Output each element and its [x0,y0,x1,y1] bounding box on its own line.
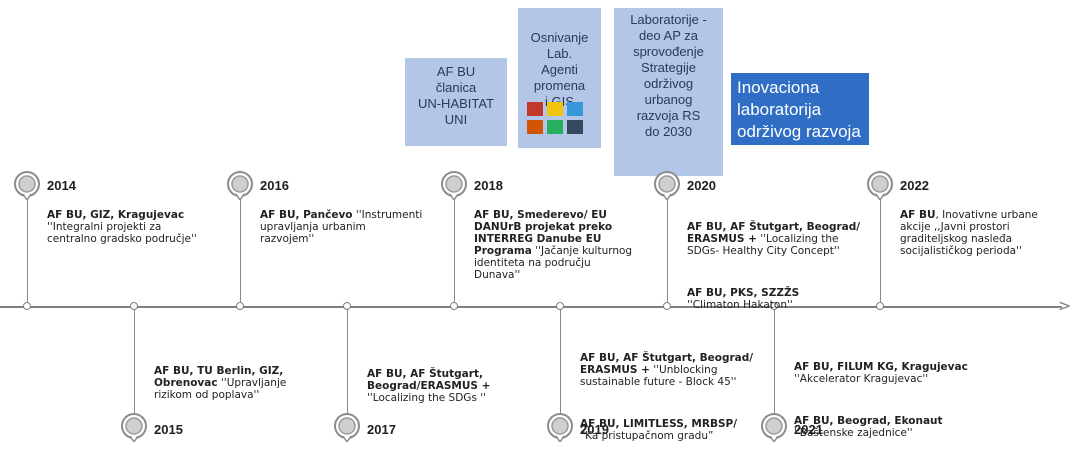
timeline-axis [0,306,1062,308]
pin-2016-icon [227,171,253,200]
event-2018: AF BU, Smederevo/ EU DANUrB projekat pre… [474,209,654,281]
pin-2021-icon [761,413,787,442]
event-2018-title: ''Jačanje kulturnog identiteta na područ… [474,245,633,281]
pin-2014-icon [14,171,40,200]
event-2015-title: ''Upravljanje rizikom od poplava'' [154,377,287,401]
year-2017: 2017 [367,422,396,437]
event-2021a-title: ''Akcelerator Kragujevac'' [794,373,929,385]
event-2020a-partners: AF BU, AF Štutgart, Beograd/ ERASMUS + [687,221,861,245]
event-2022-partners: AF BU [900,209,936,221]
node-2022 [876,302,884,310]
event-2017-partners: AF BU, AF Štutgart, Beograd/ERASMUS + [367,368,491,392]
stem-2014 [27,195,28,307]
pin-2018-icon [441,171,467,200]
box-un-habitat: AF BU članica UN-HABITAT UNI [405,58,507,146]
box-inovaciona-laboratorija: Inovaciona laboratorija održivog razvoja [731,73,869,145]
event-2021a-partners: AF BU, FILUM KG, Kragujevac [794,361,968,373]
logo-icon-1 [527,102,543,116]
node-2018 [450,302,458,310]
node-2019 [556,302,564,310]
event-2014: AF BU, GIZ, Kragujevac ''Integralni proj… [47,209,227,245]
logo-icon-3 [567,102,583,116]
year-2021: 2021 [794,422,823,437]
event-2015-partners: AF BU, TU Berlin, GIZ, Obrenovac [154,365,284,389]
year-2019: 2019 [580,422,609,437]
stem-2020 [667,195,668,307]
logo-icon-4 [527,120,543,134]
event-2014-title: ''Integralni projekti za centralno grads… [47,221,197,245]
stem-2022 [880,195,881,307]
stem-2019 [560,307,561,417]
node-2020 [663,302,671,310]
node-2015 [130,302,138,310]
stem-2018 [454,195,455,307]
event-2017: AF BU, AF Štutgart, Beograd/ERASMUS + ''… [367,368,547,404]
event-2020a-title: ''Localizing the SDGs- Healthy City Conc… [687,233,840,257]
event-2022: AF BU, Inovativne urbane akcije ,,Javni … [900,209,1070,257]
event-2022-title: , Inovativne urbane akcije ,,Javni prost… [900,209,1038,257]
pin-2022-icon [867,171,893,200]
event-2016: AF BU, Pančevo ''Instrumenti upravljanja… [260,209,445,245]
node-2016 [236,302,244,310]
stem-2021 [774,307,775,417]
box-osnivanje-lab: Osnivanje Lab. Agenti promena i GIS [518,8,601,148]
event-2015: AF BU, TU Berlin, GIZ, Obrenovac ''Uprav… [154,365,334,401]
event-2014-partners: AF BU, GIZ, Kragujevac [47,209,185,221]
lab-logos [527,102,583,134]
event-2020b-partners: AF BU, PKS, SZZŽS [687,287,800,299]
event-2020: AF BU, AF Štutgart, Beograd/ ERASMUS + '… [687,209,872,323]
event-2018-partners: AF BU, Smederevo/ EU DANUrB projekat pre… [474,209,613,257]
logo-icon-2 [547,102,563,116]
node-2021 [770,302,778,310]
event-2020b-title: ''Climaton Hakaton'' [687,299,793,311]
logo-icon-5 [547,120,563,134]
event-2021b-title: ''Baštenske zajednice'' [794,427,913,439]
year-2016: 2016 [260,178,289,193]
timeline-arrow-icon: > [1058,296,1072,315]
stem-2017 [347,307,348,417]
node-2017 [343,302,351,310]
year-2022: 2022 [900,178,929,193]
event-2016-partners: AF BU, Pančevo [260,209,353,221]
event-2021: AF BU, FILUM KG, Kragujevac ''Akcelerato… [794,349,984,451]
logo-icon-6 [567,120,583,134]
event-2019a-title: ''Unblocking sustainable future - Block … [580,364,737,388]
year-2015: 2015 [154,422,183,437]
year-2020: 2020 [687,178,716,193]
year-2018: 2018 [474,178,503,193]
pin-2017-icon [334,413,360,442]
event-2019: AF BU, AF Štutgart, Beograd/ ERASMUS + '… [580,340,765,454]
stem-2016 [240,195,241,307]
event-2019b-partners: AF BU, LIMITLESS, MRBSP/ [580,418,738,430]
stem-2015 [134,307,135,417]
event-2017-title: ''Localizing the SDGs '' [367,392,487,404]
event-2019b-title: “Ka pristupačnom gradu” [580,430,714,442]
year-2014: 2014 [47,178,76,193]
pin-2015-icon [121,413,147,442]
node-2014 [23,302,31,310]
event-2021b-partners: AF BU, Beograd, Ekonaut [794,415,943,427]
box-laboratorije: Laboratorije - deo AP za sprovođenje Str… [614,8,723,176]
pin-2019-icon [547,413,573,442]
pin-2020-icon [654,171,680,200]
event-2019a-partners: AF BU, AF Štutgart, Beograd/ ERASMUS + [580,352,754,376]
box-osnivanje-text: Osnivanje Lab. Agenti promena i GIS [530,30,589,109]
event-2016-title: ''Instrumenti upravljanja urbanim razvoj… [260,209,423,245]
